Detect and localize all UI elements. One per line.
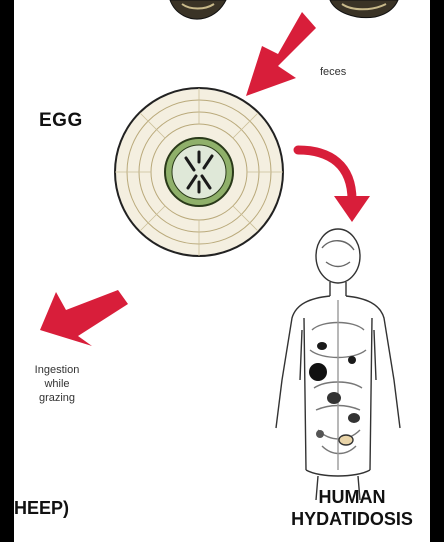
egg-label: EGG [39,110,83,132]
parasite-egg-icon [115,88,283,256]
animal-figure-right-icon [330,0,398,18]
ingestion-label-line: Ingestion [20,363,94,377]
human-hydatidosis-label: HUMAN HYDATIDOSIS [262,486,442,530]
human-anatomy-figure-icon [276,229,400,500]
ingestion-label-line: while [20,377,94,391]
egg-to-human-arrow [298,150,370,222]
feces-to-egg-arrow [246,12,316,96]
human-label-line: HYDATIDOSIS [262,508,442,530]
feces-label: feces [320,66,346,78]
ingestion-label: Ingestion while grazing [20,363,94,405]
ingestion-arrow [40,290,128,346]
ingestion-label-line: grazing [20,391,94,405]
animal-figure-left-icon [170,0,226,19]
sheep-label: HEEP) [14,498,69,519]
human-label-line: HUMAN [262,486,442,508]
